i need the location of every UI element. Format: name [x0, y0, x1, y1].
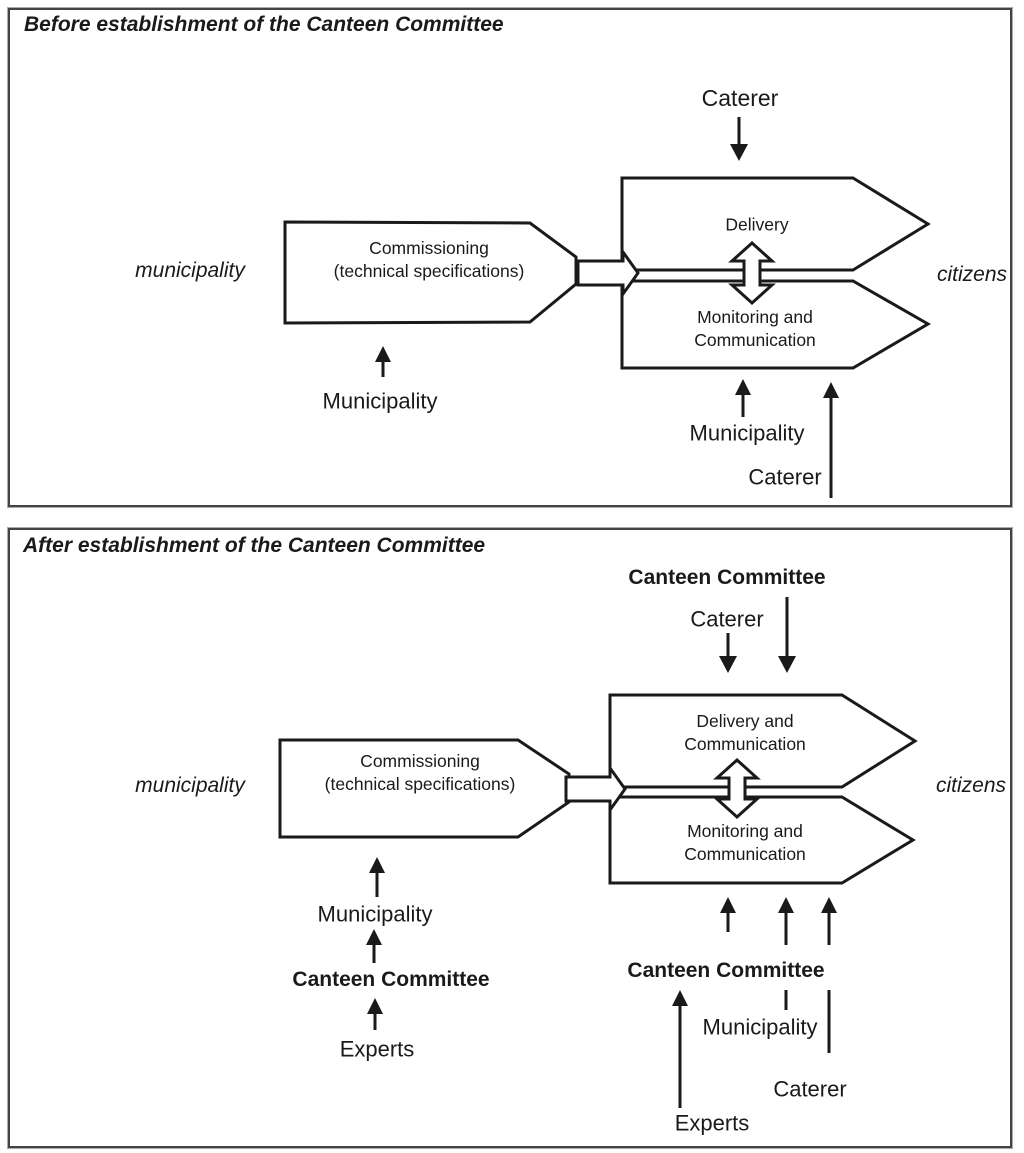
label-caterer-bottom: Caterer: [748, 464, 822, 490]
panel-after-title: After establishment of the Canteen Commi…: [23, 534, 486, 557]
label-experts-right: Experts: [674, 1110, 750, 1136]
label-canteen-committee-top: Canteen Committee: [628, 566, 826, 590]
label-municipality-right: Municipality: [689, 420, 805, 446]
panel-before: [7, 7, 1013, 508]
label-citizens: citizens: [936, 263, 1008, 287]
label-canteen-committee-right: Canteen Committee: [627, 959, 825, 983]
label-experts-left: Experts: [339, 1036, 415, 1062]
delivery-box-label: Delivery: [725, 214, 789, 235]
label-canteen-committee-left: Canteen Committee: [292, 968, 490, 992]
panel-before-title: Before establishment of the Canteen Comm…: [24, 13, 504, 36]
label-municipality-mid-left: Municipality: [317, 901, 433, 927]
panel-after: [7, 527, 1013, 1149]
monitoring-box-label-after: Monitoring and Communication: [684, 820, 806, 864]
label-municipality-bottom: Municipality: [322, 388, 438, 414]
label-citizens-after: citizens: [935, 774, 1007, 798]
label-caterer-top-after: Caterer: [690, 606, 764, 632]
label-municipality-left: municipality: [135, 259, 245, 283]
commissioning-box-label: Commissioning (technical specifications): [333, 237, 525, 281]
label-municipality-right-after: Municipality: [702, 1014, 818, 1040]
label-caterer-top: Caterer: [701, 84, 779, 111]
label-caterer-right-after: Caterer: [773, 1076, 847, 1102]
monitoring-box-label: Monitoring and Communication: [694, 306, 816, 350]
commissioning-box-label-after: Commissioning (technical specifications): [324, 750, 516, 794]
delivery-communication-box-label: Delivery and Communication: [684, 710, 806, 754]
label-municipality-left-after: municipality: [135, 774, 245, 798]
